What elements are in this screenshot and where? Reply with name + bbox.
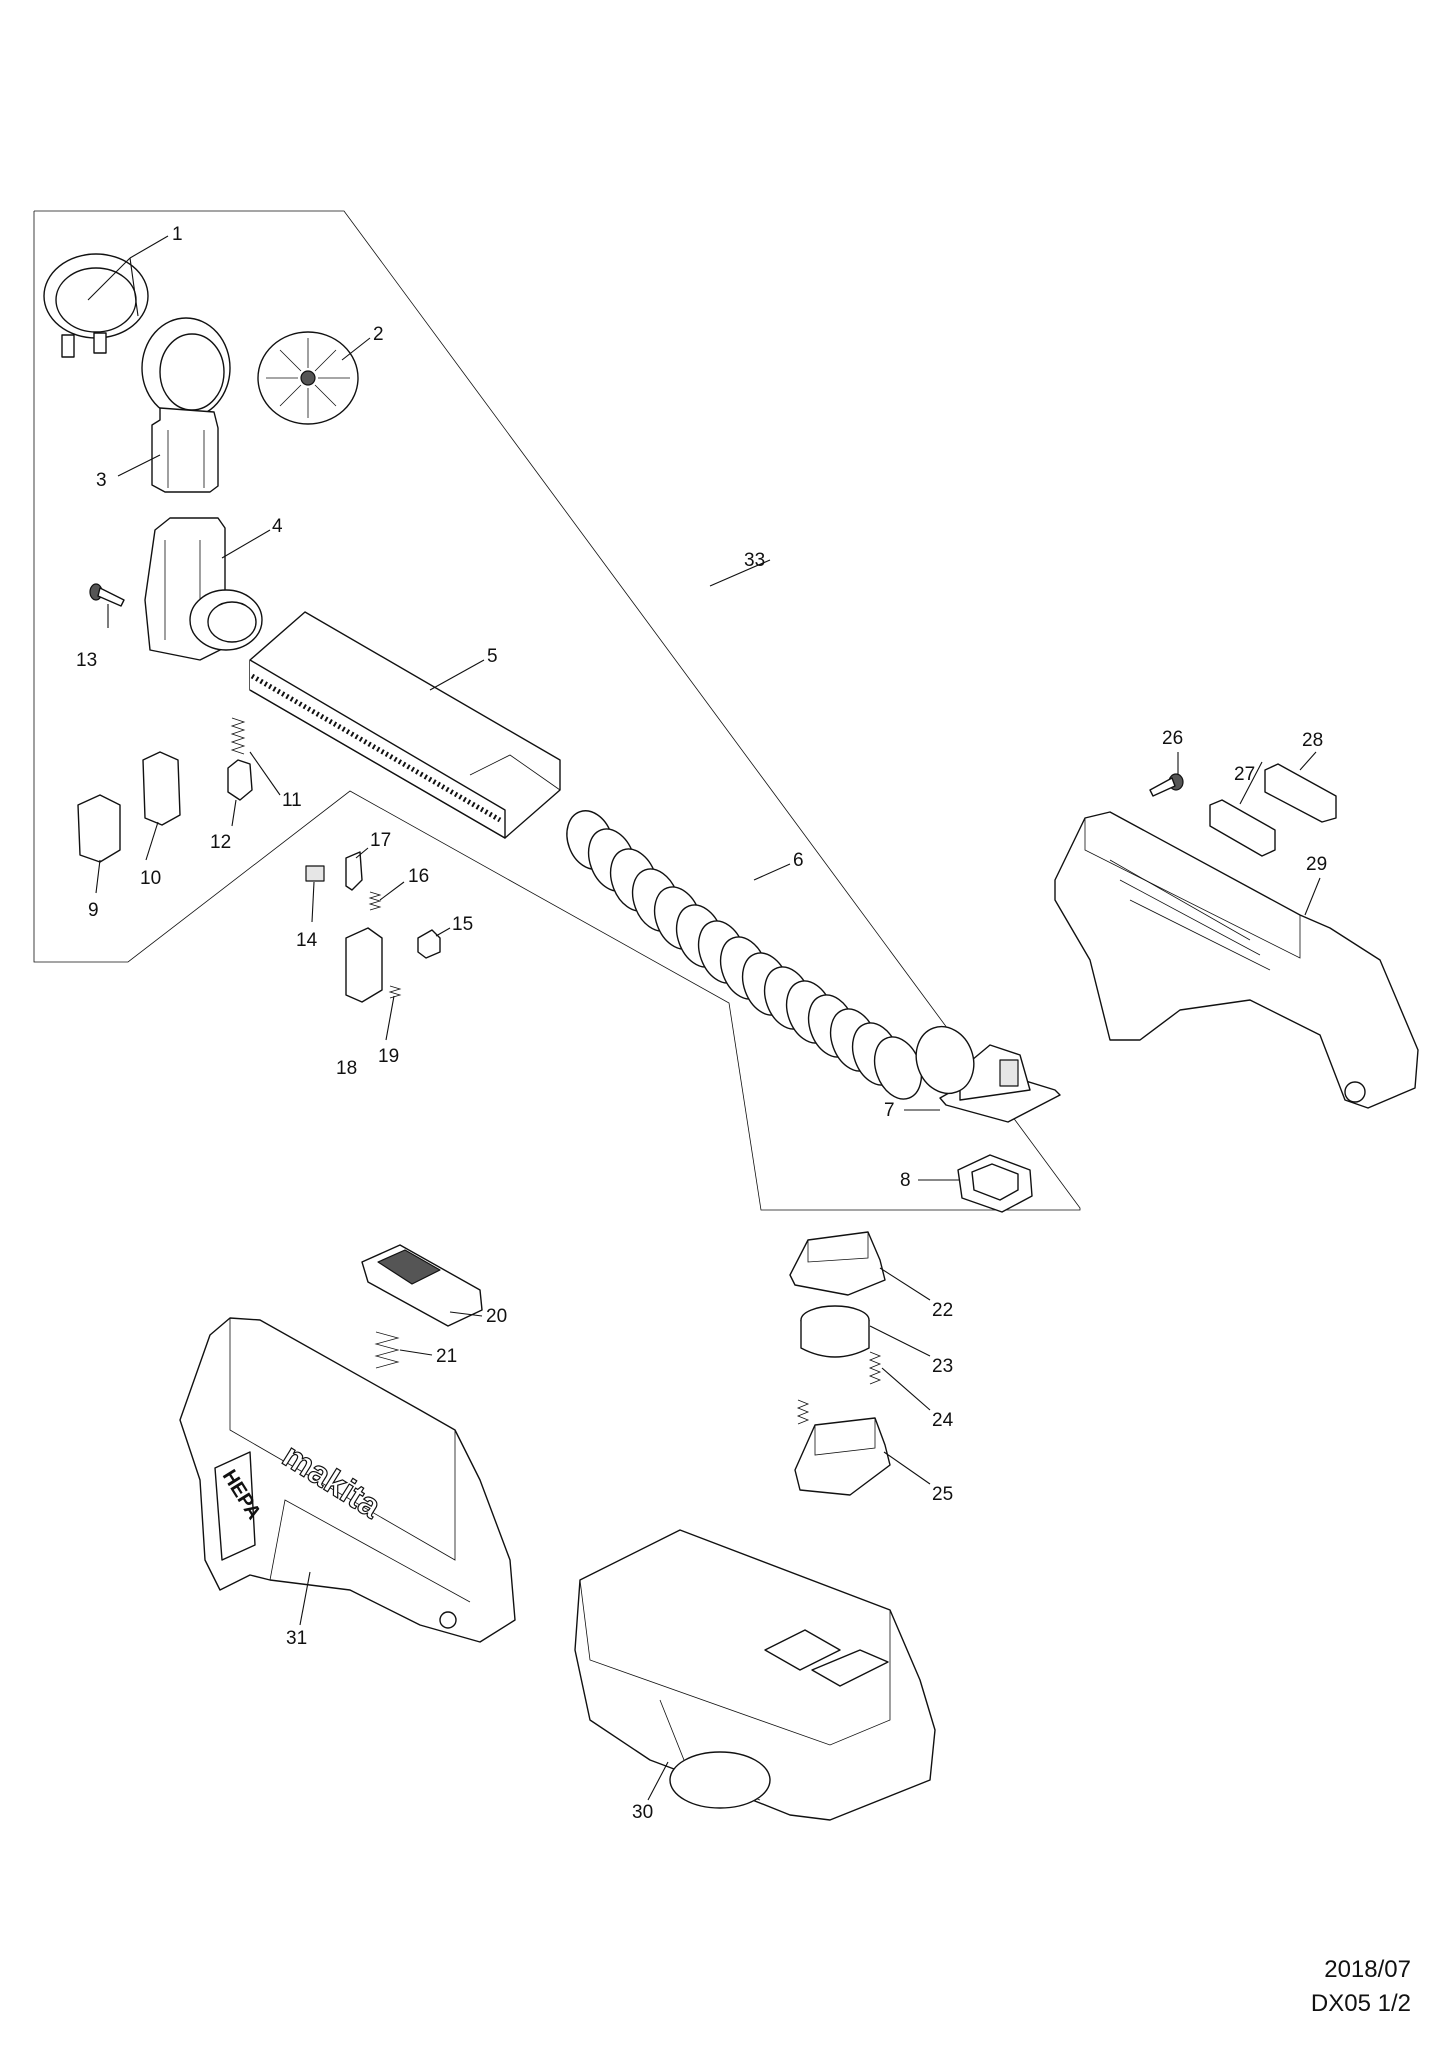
part-28-pad [1264,763,1337,823]
part-5-channel [249,611,561,839]
callout-6: 6 [793,850,804,871]
callout-labels: 1 2 3 4 5 6 7 8 9 10 11 12 13 14 15 16 1… [76,224,1327,1823]
part-16-spring [368,891,382,911]
part-20-plate [361,1244,483,1327]
part-31-cover: makita HEPA [179,1317,516,1643]
part-14-cube [305,865,325,882]
callout-26: 26 [1162,728,1183,749]
part-10-clip [142,751,181,826]
callout-20: 20 [486,1306,507,1327]
part-13-screw [89,583,125,607]
part-27-pad [1209,799,1276,857]
footer-page-code: DX05 1/2 [1310,1990,1411,2017]
callout-8: 8 [900,1170,911,1191]
callout-9: 9 [88,900,99,921]
callout-24: 24 [932,1410,954,1431]
part-26-screw [1149,773,1184,797]
callout-28: 28 [1302,730,1323,751]
assembly-33-outline [33,210,1081,1211]
part-7-elbow [915,1025,1061,1123]
part-12-block [227,759,253,801]
part-21-spring [374,1331,400,1369]
callout-22: 22 [932,1300,953,1321]
callout-29: 29 [1306,854,1327,875]
part-4-housing [144,517,263,661]
callout-19: 19 [378,1046,399,1067]
callout-12: 12 [210,832,231,853]
part-15-plug [417,929,441,959]
part-24-spring [868,1351,882,1385]
callout-27: 27 [1234,764,1255,785]
callout-16: 16 [408,866,429,887]
part-11-spring [230,717,246,755]
callout-25: 25 [932,1484,953,1505]
callout-11: 11 [282,790,302,811]
callout-10: 10 [140,868,161,889]
callout-30: 30 [632,1802,653,1823]
part-18-latch [345,927,383,1003]
part-1-ring [43,253,149,358]
part-8-gasket [957,1154,1033,1213]
callout-18: 18 [336,1058,357,1079]
callout-1: 1 [172,224,183,245]
part-19-spring [388,985,402,999]
callout-33: 33 [744,550,765,571]
part-6-hose [566,810,923,1100]
part-22-insert [789,1231,886,1296]
part-3-nozzle [141,317,231,493]
callout-14: 14 [296,930,318,951]
leader-lines [87,235,1321,1801]
callout-2: 2 [373,324,384,345]
callout-13: 13 [76,650,97,671]
part-29-frame [1054,811,1419,1109]
footer-date: 2018/07 [1324,1956,1411,1983]
part-25-insert [794,1417,891,1496]
part-17-clip [345,851,363,891]
callout-15: 15 [452,914,473,935]
callout-4: 4 [272,516,283,537]
part-9-latch [77,794,121,863]
callout-17: 17 [370,830,391,851]
part-24b-spring [796,1399,810,1425]
callout-31: 31 [286,1628,307,1649]
callout-21: 21 [436,1346,457,1367]
part-23-insert [800,1305,870,1358]
callout-3: 3 [96,470,107,491]
callout-7: 7 [884,1100,895,1121]
callout-5: 5 [487,646,498,667]
callout-23: 23 [932,1356,953,1377]
part-2-grille [257,331,359,425]
part-30-dust-box [574,1529,936,1821]
